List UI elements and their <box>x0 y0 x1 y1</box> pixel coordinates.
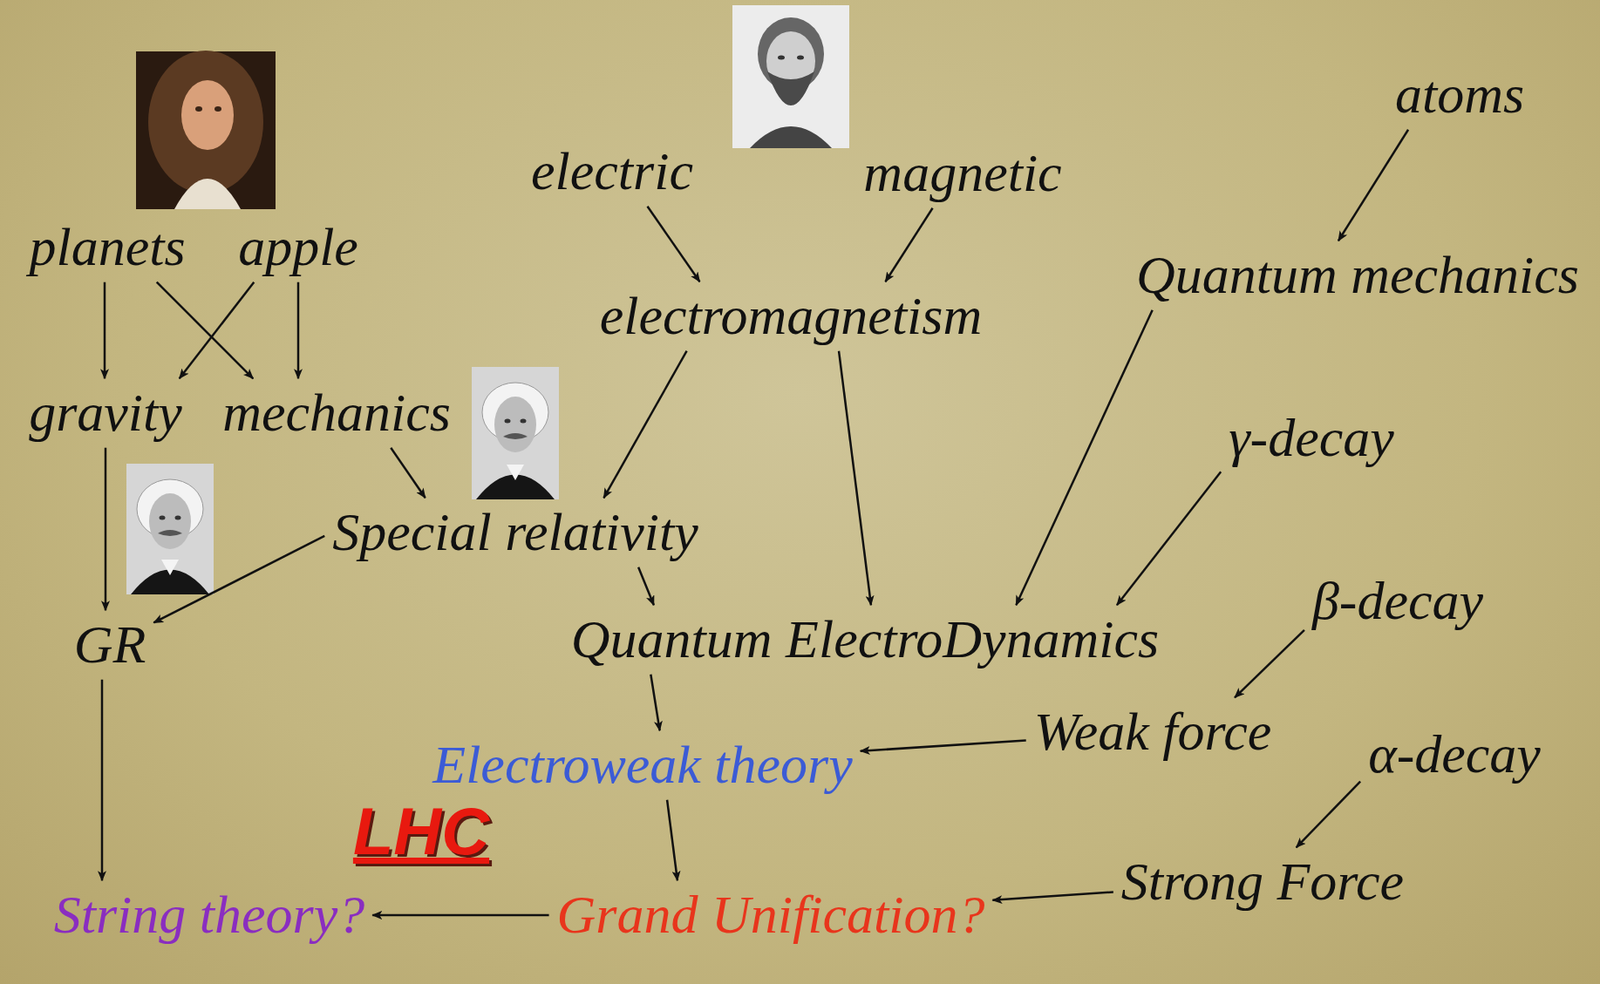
einstein-portrait <box>126 463 214 595</box>
concept-node: electric <box>525 139 699 204</box>
concept-node: α-decay <box>1362 722 1546 787</box>
arrow-connector <box>1116 471 1221 606</box>
arrow-connector <box>1015 310 1152 606</box>
concept-node: β-decay <box>1307 569 1489 634</box>
arrow-connector <box>1234 630 1305 698</box>
arrow-connector <box>667 800 678 882</box>
concept-label: Quantum ElectroDynamics <box>571 609 1159 670</box>
arrow-connector <box>838 351 872 606</box>
concept-node: electromagnetism <box>594 284 988 348</box>
newton-portrait <box>136 50 276 210</box>
arrow-connector <box>638 567 654 606</box>
concept-label: Strong Force <box>1121 851 1404 913</box>
concept-node: planets <box>23 215 191 280</box>
arrow-connector <box>390 448 425 499</box>
maxwell-portrait <box>732 5 850 149</box>
concept-label: α-decay <box>1368 724 1541 785</box>
concept-label: β-decay <box>1312 571 1484 632</box>
arrow-connector <box>372 914 549 918</box>
concept-label: magnetic <box>863 142 1062 204</box>
concept-node: Grand Unification? <box>551 883 991 947</box>
arrow-connector <box>101 680 104 882</box>
arrow-connector <box>1338 129 1409 242</box>
highlight-label: LHC <box>353 795 490 869</box>
concept-node: Quantum ElectroDynamics <box>565 607 1165 672</box>
concept-node: γ-decay <box>1223 406 1400 470</box>
concept-label: planets <box>28 217 185 278</box>
concept-label: String theory? <box>54 885 365 946</box>
arrow-connector <box>156 282 254 380</box>
arrow-connector <box>153 536 325 624</box>
arrow-connector <box>297 282 300 380</box>
concept-label: GR <box>74 614 147 675</box>
concept-label: gravity <box>28 382 183 443</box>
concept-node: Electroweak theory <box>427 733 858 797</box>
concept-node: gravity <box>23 381 188 445</box>
arrow-connector <box>179 282 255 380</box>
concept-label: Electroweak theory <box>432 735 852 796</box>
arrow-connector <box>103 282 107 380</box>
concept-node: Special relativity <box>326 500 704 565</box>
concept-label: Quantum mechanics <box>1136 245 1580 306</box>
concept-label: atoms <box>1395 64 1525 125</box>
concept-node: atoms <box>1389 62 1530 127</box>
concept-label: apple <box>238 217 359 278</box>
concept-label: Grand Unification? <box>557 885 986 946</box>
concept-node: mechanics <box>217 381 457 445</box>
concept-label: electric <box>531 141 694 202</box>
concept-label: Special relativity <box>332 502 699 563</box>
concept-node: apple <box>232 215 364 280</box>
arrow-connector <box>1296 782 1361 849</box>
concept-node: String theory? <box>48 883 370 947</box>
arrow-connector <box>603 351 687 499</box>
concept-label: γ-decay <box>1228 408 1395 469</box>
concept-label: mechanics <box>222 382 451 443</box>
concept-node: magnetic <box>857 141 1067 205</box>
concept-label: electromagnetism <box>599 285 982 347</box>
arrow-connector <box>860 740 1027 751</box>
concept-node: Weak force <box>1028 700 1278 764</box>
einstein-portrait <box>471 367 559 500</box>
arrow-connector <box>647 206 701 283</box>
arrow-connector <box>104 448 108 612</box>
concept-node: Quantum mechanics <box>1130 243 1585 307</box>
arrow-connector <box>992 892 1113 901</box>
concept-node: Strong Force <box>1116 850 1410 914</box>
concept-label: Weak force <box>1034 701 1273 763</box>
arrow-connector <box>885 208 933 283</box>
concept-node: GR <box>68 612 152 677</box>
arrow-connector <box>650 674 660 732</box>
